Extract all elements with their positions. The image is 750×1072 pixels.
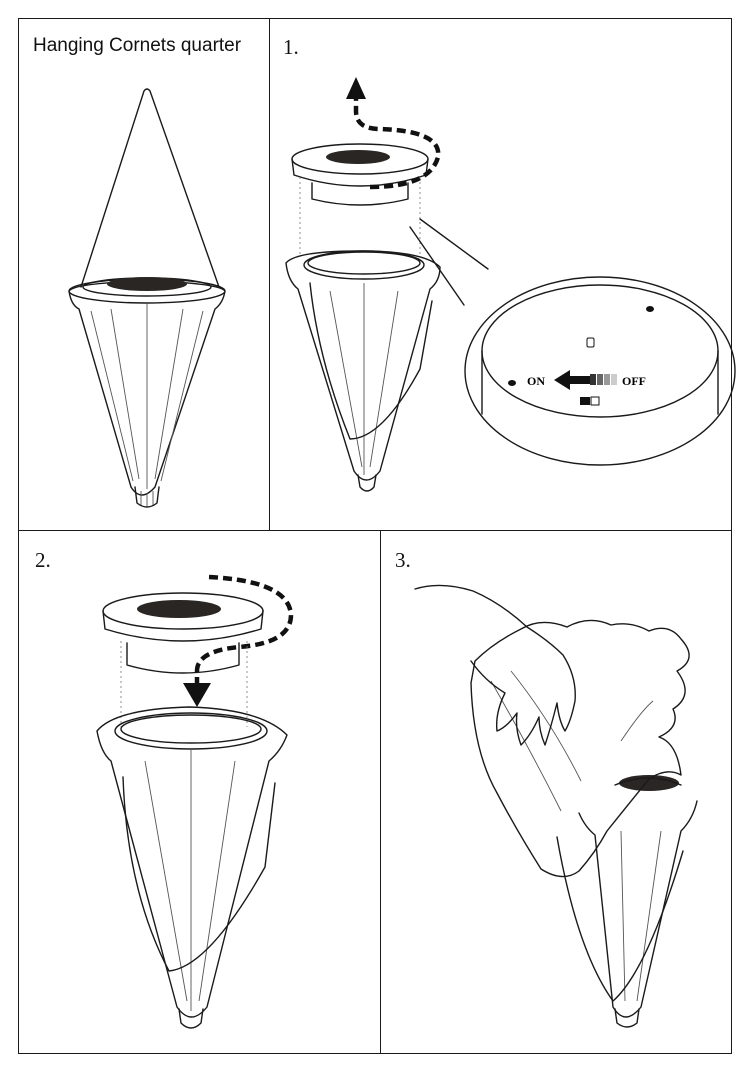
panel-step-1: 1. ON OFF [269, 18, 736, 531]
step-3-illustration [414, 584, 698, 1028]
solar-panel-icon [107, 277, 187, 291]
step-number: 2. [35, 548, 51, 572]
panel-step-3: 3. [380, 530, 732, 1054]
solar-panel-icon [137, 600, 221, 618]
step-number: 1. [283, 35, 299, 59]
solar-panel-icon [326, 150, 390, 164]
hanging-cornet-illustration [68, 88, 226, 508]
panel-title: Hanging Cornets quarter [33, 35, 242, 56]
switch-arrow-icon [554, 370, 590, 390]
step-1-illustration: ON OFF [285, 77, 736, 492]
panel-step-2: 2. [18, 530, 381, 1054]
switch-off-label: OFF [622, 374, 646, 388]
step-number: 3. [395, 548, 411, 572]
hanging-wire [80, 88, 220, 288]
step-2-illustration [96, 574, 294, 1029]
hand-icon [414, 584, 576, 746]
arrow-down-icon [183, 683, 211, 707]
panel-overview: Hanging Cornets quarter [18, 18, 270, 531]
switch-on-label: ON [527, 374, 545, 388]
cloth-icon [470, 619, 690, 878]
arrow-up-icon [346, 77, 366, 99]
